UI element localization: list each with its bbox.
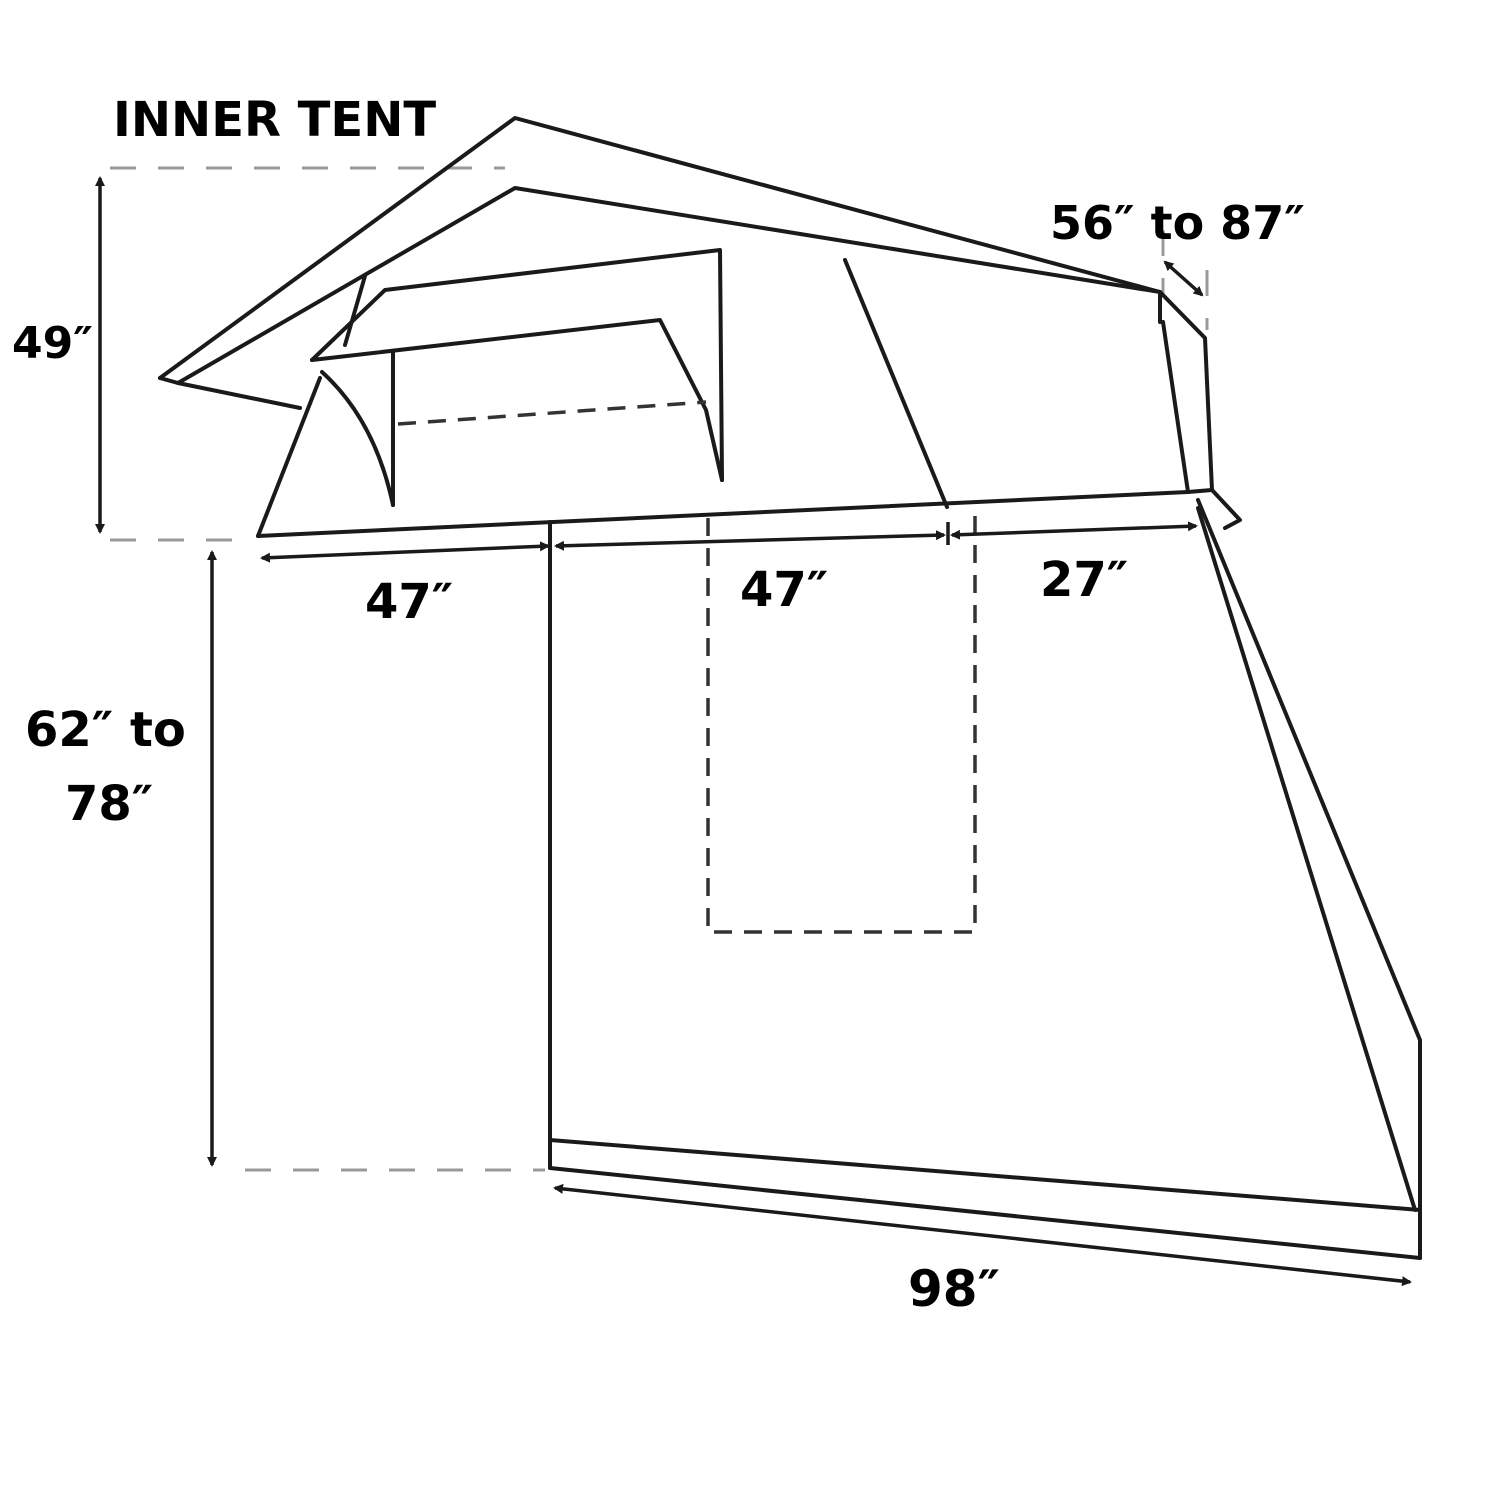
- roof-underside: [176, 381, 302, 410]
- label-base-segment-3: 27″: [1040, 552, 1129, 608]
- label-annex-height-line2: 78″: [65, 776, 154, 832]
- dim-arrow-extension: [1163, 260, 1204, 297]
- annex-door: [706, 516, 977, 934]
- front-strut: [343, 274, 367, 347]
- label-inner-height: 49″: [12, 318, 93, 369]
- label-annex-height-line1: 62″ to: [25, 702, 186, 758]
- window-flap-left: [320, 370, 395, 507]
- annex-floor-bottom: [548, 1166, 1422, 1260]
- dim-arrow-27: [950, 521, 1198, 540]
- roof-shell-outer: [158, 116, 1242, 530]
- window-frame-upper: [310, 248, 724, 482]
- annex-rear-edge-inner: [1196, 506, 1417, 1212]
- annex-rear-edge-outer: [1196, 498, 1422, 1260]
- window-zip-line: [397, 400, 707, 426]
- diagram-title: INNER TENT: [113, 92, 437, 148]
- label-base-segment-1: 47″: [365, 574, 454, 630]
- label-base-segment-2: 47″: [740, 562, 829, 618]
- roof-seam: [843, 258, 949, 509]
- rear-wall: [1161, 320, 1190, 494]
- label-awning-extension: 56″ to 87″: [1050, 196, 1305, 250]
- tent-base: [256, 488, 1214, 538]
- window-frame-lower: [310, 318, 724, 482]
- annex-floor-top: [548, 1138, 1422, 1212]
- label-annex-length: 98″: [908, 1260, 1000, 1318]
- roof-shell-inner: [158, 186, 1162, 385]
- dim-arrow-47-b: [554, 530, 946, 551]
- dim-arrow-98: [553, 1183, 1412, 1287]
- dim-arrow-47-a: [260, 541, 550, 563]
- left-wall: [256, 376, 322, 538]
